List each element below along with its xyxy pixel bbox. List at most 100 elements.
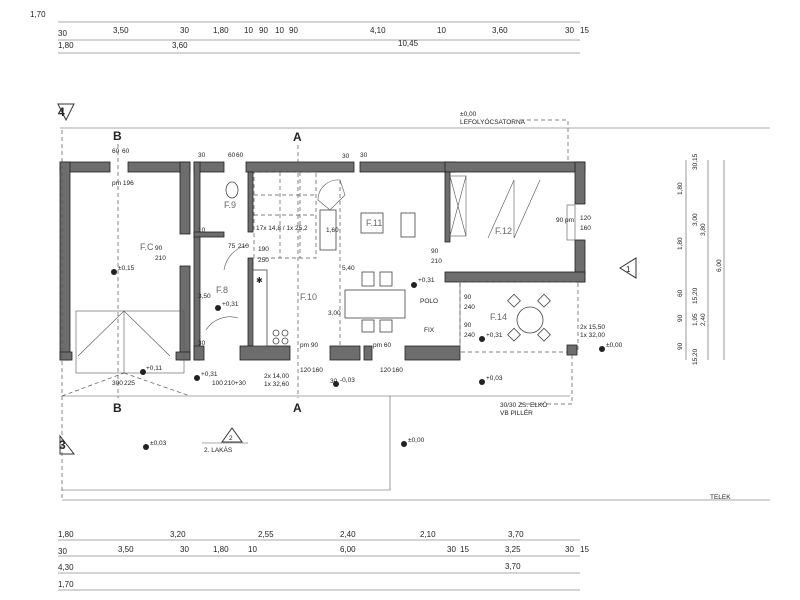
dimension-label: 15,20 — [692, 348, 699, 365]
dimension-label: 60 — [677, 289, 684, 297]
dimension-label: 90 — [677, 314, 684, 322]
dimension-label: pm 90 — [300, 342, 318, 349]
armchair-icon — [317, 179, 346, 211]
dimension-label: 60 — [112, 148, 120, 155]
dimension-label: 90 — [464, 294, 472, 301]
dimension-label: 30 — [360, 152, 368, 159]
dimension-label: pm 196 — [112, 180, 134, 187]
dimension-label: 2,40 — [700, 313, 707, 326]
dimension-label: 1,95 — [692, 313, 699, 326]
dimension-label: 60 — [122, 148, 130, 155]
dimension-label: 4,10 — [370, 26, 386, 35]
door-swing — [223, 244, 249, 271]
dimension-label: 160 — [392, 367, 403, 374]
dimension-label: 1,80 — [677, 182, 684, 195]
dimension-label: 120 — [300, 367, 311, 374]
stove-burner-icon — [281, 329, 289, 337]
plot-label: TELEK — [710, 494, 731, 501]
level-mark: ±0,15 — [118, 265, 135, 272]
section-line-b[interactable]: B B — [113, 129, 122, 415]
gutter-level: ±0,00 — [460, 111, 477, 118]
dimension-label: 15 — [580, 26, 589, 35]
bedroom-window[interactable] — [566, 204, 576, 241]
pillar — [566, 344, 578, 356]
dimension-label: 90 — [464, 322, 472, 329]
dining-table — [344, 289, 406, 319]
room-label-hall: F.8 — [216, 285, 228, 295]
dimension-label: 3,20 — [170, 530, 186, 539]
level-symbols — [111, 269, 605, 450]
pillar-label: VB PILLÉR — [500, 408, 533, 417]
level-mark: +0,31 — [486, 332, 503, 339]
chair-icon — [379, 271, 393, 287]
room-label-living: F.11 — [366, 218, 382, 228]
stove-burner-icon — [272, 329, 280, 337]
dimension-label: 1,70 — [30, 10, 46, 19]
dimension-label: 225 — [124, 380, 135, 387]
dimension-label: 17x 14,8 / 1x 25,2 — [256, 225, 308, 232]
level-mark: -0,03 — [340, 377, 355, 384]
level-mark: +0,31 — [201, 371, 218, 378]
dimension-label: 1,80 — [58, 41, 74, 50]
elevation-mark-1[interactable]: 1 — [619, 257, 637, 279]
elevation-mark-2[interactable]: 2 — [221, 427, 243, 443]
dimension-label: 4 — [58, 105, 65, 119]
top-dimension-chain: 1,70 30 3,50 30 1,80 10 90 10 90 4,10 10… — [30, 10, 589, 54]
flat-label: 2. LAKÁS — [204, 445, 233, 454]
garage-door[interactable] — [61, 310, 191, 397]
gutter-label: LEFOLYÓCSATORNA — [460, 117, 526, 126]
dimension-label: 2,40 — [340, 530, 356, 539]
dimension-label: 30 — [342, 153, 350, 160]
wardrobe — [449, 175, 467, 237]
level-mark: +0,31 — [222, 301, 239, 308]
dimension-label: 60 — [236, 152, 244, 159]
dimension-label: 90 — [677, 342, 684, 350]
level-mark: +0,31 — [418, 277, 435, 284]
room-label-wc: F.9 — [224, 200, 236, 210]
dimension-label: 90 — [155, 245, 163, 252]
dimension-label: 300 — [112, 380, 123, 387]
dimension-label: 1,60 — [326, 227, 339, 234]
dimension-label: B — [113, 129, 122, 143]
dimension-label: 100 — [212, 380, 223, 387]
dimension-label: 120 — [380, 367, 391, 374]
room-label-kitchen: F.10 — [300, 292, 317, 302]
chair-icon — [361, 319, 375, 333]
dimension-label: 30 — [58, 547, 67, 556]
chair-icon — [379, 319, 393, 333]
level-mark: +0,11 — [146, 365, 162, 372]
dimension-label: 75 — [228, 243, 236, 250]
shelf-label: POLO — [420, 298, 438, 305]
room-label-terrace: F.14 — [490, 312, 507, 322]
dimension-label: 30 — [565, 545, 574, 554]
dimension-label: 160 — [312, 367, 323, 374]
dimension-label: 190 — [258, 246, 269, 253]
dimension-label: 30 — [198, 152, 206, 159]
dimension-label: 1,80 — [677, 237, 684, 250]
dimension-label: 10 — [437, 26, 446, 35]
dimension-label: 10 — [275, 26, 284, 35]
dimension-label: 30 — [180, 545, 189, 554]
elevation-mark-4[interactable]: 4 — [57, 103, 75, 122]
dimension-label: 1,80 — [213, 545, 229, 554]
staircase[interactable] — [253, 171, 317, 259]
dimension-label: 1,80 — [213, 26, 229, 35]
bottom-dimension-chain: 1,80 3,20 2,55 2,40 2,10 3,70 30 3,50 30… — [58, 530, 589, 591]
dimension-label: 3,60 — [172, 41, 188, 50]
elevation-mark-3[interactable]: 3 — [59, 434, 76, 455]
level-mark: ±0,03 — [150, 440, 167, 447]
opening-dimensions: 60 60 pm 196 90 210 300 225 30 60 60 10 … — [112, 148, 605, 388]
dimension-label: 120 — [580, 215, 591, 222]
dimension-label: 30 — [180, 26, 189, 35]
dimension-label: 3,50 — [113, 26, 129, 35]
dimension-label: 250 — [258, 257, 269, 264]
dimension-label: 210 — [238, 243, 249, 250]
dimension-label: 3,60 — [492, 26, 508, 35]
dimension-label: 2,10 — [420, 530, 436, 539]
section-line-a[interactable]: A A — [293, 130, 302, 415]
dimension-label: 3,70 — [505, 562, 521, 571]
dimension-label: 5,40 — [342, 265, 355, 272]
sofa-icon — [319, 209, 337, 251]
level-mark: ±0,00 — [408, 437, 425, 444]
dimension-label: B — [113, 401, 122, 415]
